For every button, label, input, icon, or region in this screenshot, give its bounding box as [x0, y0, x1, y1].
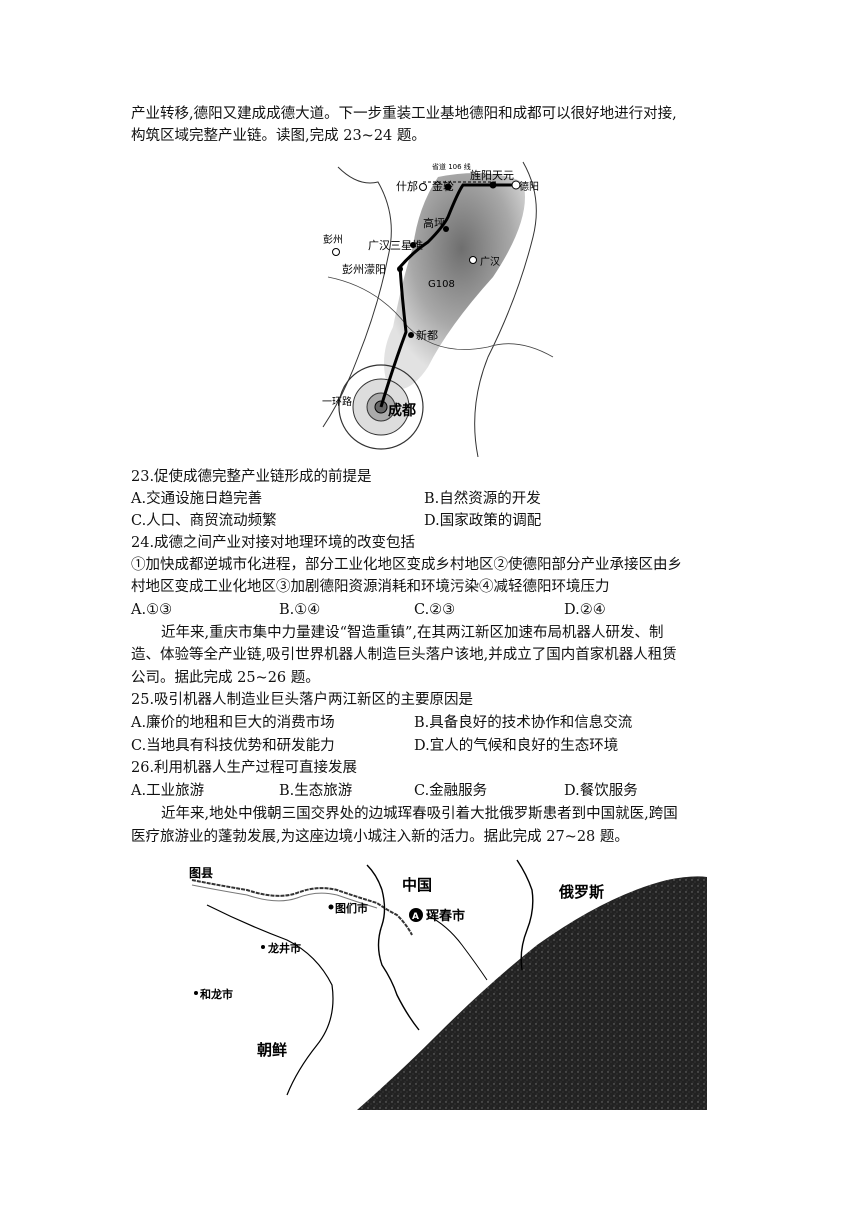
city-marker	[511, 180, 521, 190]
label-russia: 俄罗斯	[558, 883, 604, 901]
q23-option-d: D.国家政策的调配	[424, 513, 542, 529]
sea-area	[357, 876, 707, 1110]
label-gaoping: 高坪	[423, 216, 445, 230]
q24-items-2: 村地区变成工业化地区③加剧德阳资源消耗和环境污染④减轻德阳环境压力	[131, 579, 610, 595]
label-guanghan: 广汉	[480, 256, 500, 268]
q23-stem: 23.促使成德完整产业链形成的前提是	[131, 469, 372, 485]
label-helong: 和龙市	[200, 987, 233, 1001]
q24-option-b: B.①④	[279, 602, 321, 618]
label-hunchun: 珲春市	[426, 908, 465, 924]
q24-option-c: C.②③	[414, 602, 456, 618]
label-jinlun: 金轮	[432, 179, 454, 193]
road-106-label: 省道 106 线	[432, 162, 471, 171]
city-marker	[419, 183, 427, 191]
hunchun-border-map: 图县 中国 俄罗斯 图们市 A 珲春市 龙井市 和龙市 朝鲜	[187, 855, 707, 1110]
q23-option-b: B.自然资源的开发	[424, 491, 541, 507]
passage3-line-1: 近年来,地处中俄朝三国交界处的边城珲春吸引着大批俄罗斯患者到中国就医,跨国	[161, 806, 678, 822]
label-tumen: 图们市	[335, 901, 368, 915]
label-korea: 朝鲜	[257, 1041, 287, 1059]
border-line	[426, 914, 488, 981]
q26-option-d: D.餐饮服务	[564, 783, 638, 799]
q25-option-d: D.宜人的气候和良好的生态环境	[414, 738, 619, 754]
q25-option-b: B.具备良好的技术协作和信息交流	[414, 715, 633, 731]
border-line	[206, 904, 334, 1096]
label-shifang: 什邡	[396, 179, 418, 193]
boundary-line	[322, 166, 392, 428]
label-longjing: 龙井市	[267, 941, 301, 955]
city-marker	[443, 226, 449, 232]
q24-option-d: D.②④	[564, 602, 606, 618]
city-marker	[489, 181, 497, 189]
hunchun-marker-letter: A	[412, 912, 419, 922]
longjing-marker	[261, 945, 265, 949]
passage2-line-3: 公司。据此完成 25~26 题。	[131, 670, 320, 686]
intro-line-1: 产业转移,德阳又建成成德大道。下一步重装工业基地德阳和成都可以很好地进行对接,	[131, 106, 677, 122]
city-marker	[410, 242, 416, 248]
corridor-shading	[384, 173, 525, 390]
passage2-line-2: 造、体验等全产业链,吸引世界机器人制造巨头落户该地,并成立了国内首家机器人租赁	[131, 647, 677, 663]
label-sanxingdui: 广汉三星堆	[368, 239, 423, 252]
tumen-river	[191, 879, 413, 936]
passage2-line-1: 近年来,重庆市集中力量建设“智造重镇”,在其两江新区加速布局机器人研发、制	[161, 625, 664, 641]
tumen-marker	[328, 904, 334, 910]
border-line	[366, 864, 420, 1031]
label-china: 中国	[402, 876, 432, 894]
river-line	[327, 276, 554, 358]
q25-option-a: A.廉价的地租和巨大的消费市场	[131, 715, 335, 731]
q25-option-c: C.当地具有科技优势和研发能力	[131, 738, 335, 754]
label-pengzhou-mengyang: 彭州濛阳	[342, 262, 386, 276]
city-marker	[397, 266, 403, 272]
label-pengzhou: 彭州	[323, 233, 343, 246]
q24-stem: 24.成德之间产业对接对地理环境的改变包括	[131, 535, 416, 551]
q23-option-c: C.人口、商贸流动频繁	[131, 513, 277, 529]
q24-items-1: ①加快成都逆城市化进程，部分工业化地区变成乡村地区②使德阳部分产业承接区由乡	[131, 557, 682, 573]
tumen-river-inner	[191, 884, 378, 909]
label-g108: G108	[428, 279, 455, 290]
label-ring-road: 一环路	[322, 395, 352, 408]
q26-stem: 26.利用机器人生产过程可直接发展	[131, 760, 358, 776]
city-marker	[332, 248, 340, 256]
hunchun-marker	[409, 908, 423, 922]
q25-stem: 25.吸引机器人制造业巨头落户两江新区的主要原因是	[131, 692, 474, 708]
ring-road	[338, 364, 424, 450]
label-deyang: 德阳	[519, 180, 539, 193]
q26-option-b: B.生态旅游	[279, 783, 353, 799]
city-marker	[444, 183, 452, 191]
g108-route	[379, 183, 518, 408]
chengdu-deyang-map: 省道 106 线 什邡 金轮 旌阳天元 德阳 高坪 彭州 广汉三星堆 广汉 彭州…	[318, 157, 558, 457]
helong-marker	[194, 991, 198, 995]
border-line	[516, 859, 534, 971]
label-chengdu: 成都	[388, 402, 416, 419]
city-marker	[408, 332, 414, 338]
intro-line-2: 构筑区域完整产业链。读图,完成 23~24 题。	[131, 128, 426, 144]
q24-option-a: A.①③	[131, 602, 173, 618]
label-xindu: 新都	[416, 328, 438, 342]
label-jingyang: 旌阳天元	[470, 168, 514, 182]
label-tuxian: 图县	[189, 866, 213, 880]
q26-option-c: C.金融服务	[414, 783, 488, 799]
q23-option-a: A.交通设施日趋完善	[131, 491, 263, 507]
passage3-line-2: 医疗旅游业的蓬勃发展,为这座边境小城注入新的活力。据此完成 27~28 题。	[131, 829, 629, 845]
q26-option-a: A.工业旅游	[131, 783, 205, 799]
city-marker	[469, 256, 477, 264]
boundary-line	[474, 161, 537, 457]
